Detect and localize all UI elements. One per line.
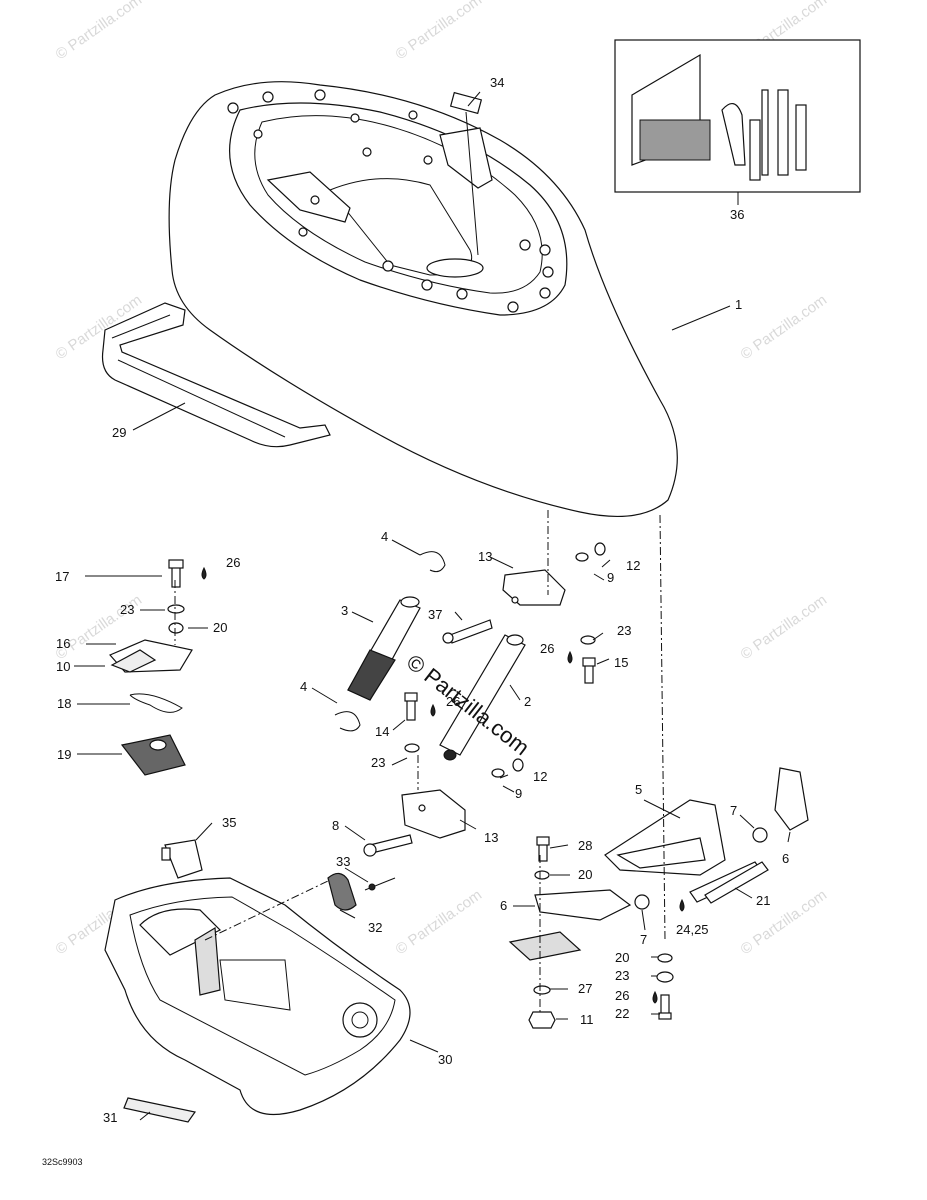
gas-strut-3 [347,596,421,701]
watermark: © Partzilla.com [393,886,486,958]
hinge-linkage [508,767,809,1029]
callout-4: 4 [300,679,307,694]
storage-bin [104,877,411,1123]
callout-26: 26 [446,694,460,709]
callout-6: 6 [782,851,789,866]
callout-10: 10 [56,659,70,674]
callout-labels: 1 2 3 4 4 5 6 6 7 7 8 9 9 10 11 12 12 13… [55,75,789,1125]
callout-7: 7 [730,803,737,818]
center-watermark: © Partzilla.com [402,649,534,760]
part-35-clip [161,839,203,879]
drop-icon [679,898,685,912]
callout-32: 32 [368,920,382,935]
bin-cap [342,1002,378,1038]
callout-20: 20 [615,950,629,965]
callout-35: 35 [222,815,236,830]
watermark: © Partzilla.com [738,291,831,363]
callout-19: 19 [57,747,71,762]
callout-4: 4 [381,529,388,544]
callout-2: 2 [524,694,531,709]
callout-13: 13 [478,549,492,564]
callout-33: 33 [336,854,350,869]
callout-23: 23 [615,968,629,983]
callout-1: 1 [735,297,742,312]
callout-31: 31 [103,1110,117,1125]
watermark: © Partzilla.com [393,0,486,63]
callout-36: 36 [730,207,744,222]
screwdriver-icon [749,119,761,181]
callout-7: 7 [640,932,647,947]
callout-23: 23 [617,623,631,638]
hood-drain [426,258,484,278]
drop-icon [201,566,207,580]
drop-icon [430,703,436,717]
alignment-lines [174,510,666,1015]
callout-11: 11 [580,1012,594,1027]
callout-3: 3 [341,603,348,618]
callout-21: 21 [756,893,770,908]
drop-icon [652,990,658,1004]
watermark: © Partzilla.com [738,591,831,663]
callout-12: 12 [626,558,640,573]
gas-strut-2 [439,634,526,761]
callout-27: 27 [578,981,592,996]
callout-22: 22 [615,1006,629,1021]
callout-18: 18 [57,696,71,711]
callout-26: 26 [615,988,629,1003]
lubricant-drop-icons [201,566,685,1004]
rod-21 [704,861,769,904]
pliers-icon [721,103,746,166]
callout-20: 20 [213,620,227,635]
part-34-sleeve [449,91,483,256]
callout-13: 13 [484,830,498,845]
wrench-icon [777,89,789,176]
drop-icon [567,650,573,664]
callout-6: 6 [500,898,507,913]
callout-26: 26 [540,641,554,656]
tool-kit-box [614,39,861,193]
callout-17: 17 [55,569,69,584]
leader-lines [74,91,791,1121]
bracket-13-top [502,569,566,606]
callout-24-25: 24,25 [676,922,709,937]
hood-holes [227,89,554,313]
callout-28: 28 [578,838,592,853]
callout-15: 15 [614,655,628,670]
callout-29: 29 [112,425,126,440]
callout-12: 12 [533,769,547,784]
drawing-code: 32Sc9903 [42,1157,83,1167]
callout-23: 23 [120,602,134,617]
watermark: © Partzilla.com [53,0,146,63]
callout-34: 34 [490,75,504,90]
callout-23: 23 [371,755,385,770]
callout-14: 14 [375,724,389,739]
callout-16: 16 [56,636,70,651]
storage-hood [101,81,678,517]
clip-4-bottom [334,711,361,732]
callout-30: 30 [438,1052,452,1067]
bolts-hinge [363,542,606,857]
hood-handle-right [439,127,493,189]
callout-5: 5 [635,782,642,797]
hood-handle-left [266,171,351,223]
latch-parts [109,559,193,776]
callout-37: 37 [428,607,442,622]
part-32-latch [327,872,396,911]
callout-9: 9 [607,570,614,585]
callout-26: 26 [226,555,240,570]
clip-4-top [419,551,446,573]
callout-20: 20 [578,867,592,882]
callout-9: 9 [515,786,522,801]
callout-8: 8 [332,818,339,833]
hood-mat [101,302,331,448]
bracket-13-bottom [401,789,466,839]
